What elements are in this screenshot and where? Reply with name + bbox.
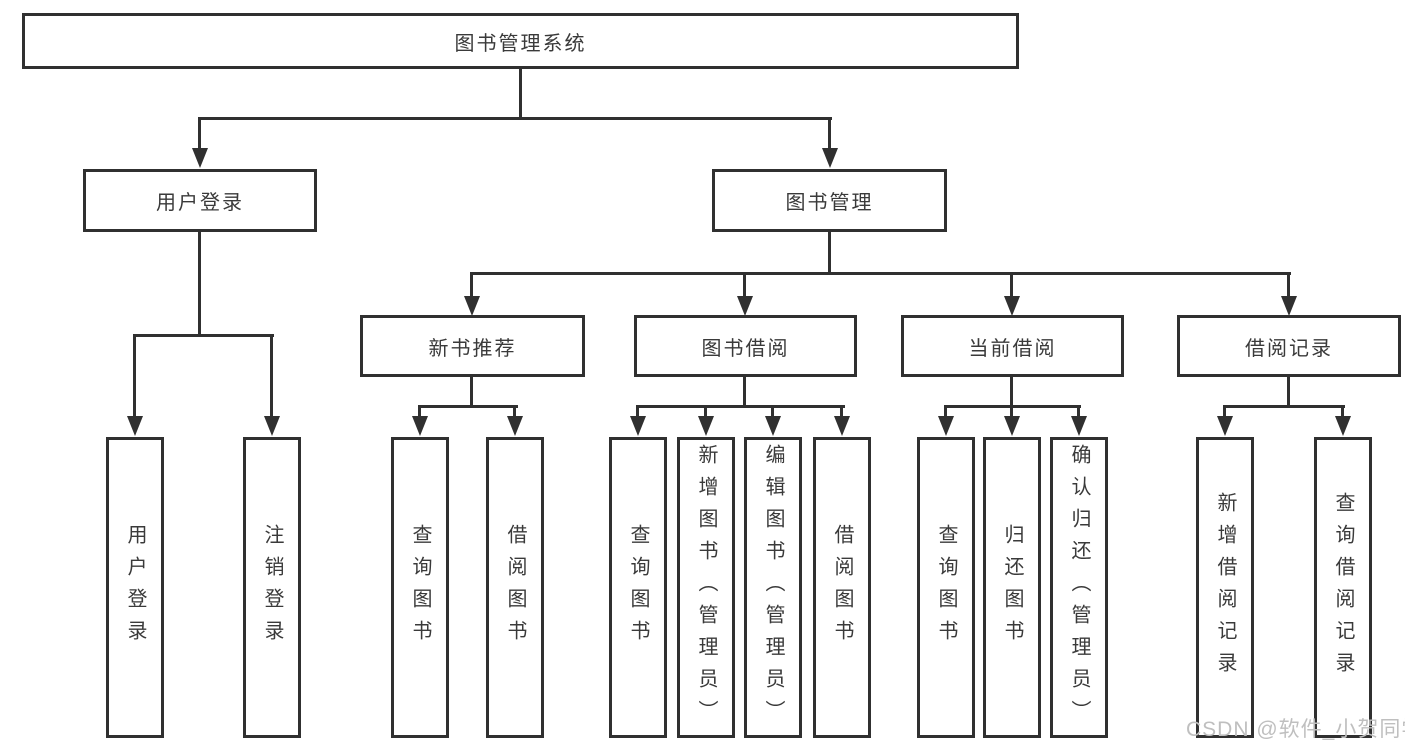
leaf-query-books-current: 查询图书 xyxy=(917,437,975,738)
connector-user-login-hline xyxy=(133,334,274,337)
connector-level1-hline xyxy=(198,117,832,120)
arrow-down-icon xyxy=(1335,416,1351,436)
connector-drop-leaf-user-login xyxy=(133,334,136,418)
node-book-management: 图书管理 xyxy=(712,169,947,232)
connector-g5-drop2 xyxy=(1341,405,1344,418)
leaf-label: 查询图书 xyxy=(935,523,957,652)
leaf-label: 确认归还（管理员） xyxy=(1068,443,1090,732)
leaf-user-login: 用户登录 xyxy=(106,437,164,738)
leaf-label: 查询图书 xyxy=(627,523,649,652)
arrow-down-icon xyxy=(412,416,428,436)
connector-g3-drop2 xyxy=(704,405,707,418)
connector-g5-stem xyxy=(1287,375,1290,408)
arrow-down-icon xyxy=(127,416,143,436)
leaf-query-borrow-record: 查询借阅记录 xyxy=(1314,437,1372,738)
connector-g2-drop1 xyxy=(418,405,421,418)
csdn-watermark: CSDN @软件_小贺同学 xyxy=(1186,718,1405,741)
connector-g2-stem xyxy=(470,375,473,408)
arrow-down-icon xyxy=(938,416,954,436)
connector-g3-drop3 xyxy=(771,405,774,418)
leaf-borrow-books-recommend: 借阅图书 xyxy=(486,437,544,738)
connector-drop-book-borrow xyxy=(743,272,746,298)
node-label: 借阅记录 xyxy=(1245,337,1333,360)
arrow-down-icon xyxy=(698,416,714,436)
leaf-query-books-borrowing: 查询图书 xyxy=(609,437,667,738)
arrow-down-icon xyxy=(1004,416,1020,436)
connector-g3-drop4 xyxy=(840,405,843,418)
connector-drop-book-management xyxy=(828,117,831,151)
leaf-label: 注销登录 xyxy=(261,523,283,652)
node-label: 图书管理系统 xyxy=(454,32,587,55)
leaf-add-borrow-record: 新增借阅记录 xyxy=(1196,437,1254,738)
arrow-down-icon xyxy=(630,416,646,436)
connector-drop-borrow-records xyxy=(1287,272,1290,298)
leaf-label: 归还图书 xyxy=(1001,523,1023,652)
connector-user-login-stem xyxy=(198,230,201,336)
node-label: 新书推荐 xyxy=(428,337,517,360)
connector-g4-drop1 xyxy=(944,405,947,418)
node-user-login-branch: 用户登录 xyxy=(83,169,317,232)
connector-g3-hline xyxy=(636,405,845,408)
connector-drop-new-book xyxy=(470,272,473,298)
arrow-down-icon xyxy=(765,416,781,436)
arrow-down-icon xyxy=(464,296,480,316)
connector-drop-current-borrow xyxy=(1010,272,1013,298)
node-label: 用户登录 xyxy=(156,192,244,214)
node-book-borrowing: 图书借阅 xyxy=(634,315,857,377)
leaf-label: 借阅图书 xyxy=(504,523,526,652)
connector-root-stem xyxy=(519,66,522,119)
arrow-down-icon xyxy=(264,416,280,436)
arrow-down-icon xyxy=(507,416,523,436)
leaf-label: 借阅图书 xyxy=(831,523,853,652)
node-label: 当前借阅 xyxy=(968,337,1057,360)
leaf-label: 用户登录 xyxy=(124,523,146,652)
arrow-down-icon xyxy=(1281,296,1297,316)
arrow-down-icon xyxy=(737,296,753,316)
arrow-down-icon xyxy=(192,148,208,168)
node-current-borrowing: 当前借阅 xyxy=(901,315,1124,377)
arrow-down-icon xyxy=(1217,416,1233,436)
connector-g4-drop2 xyxy=(1010,405,1013,418)
leaf-label: 编辑图书（管理员） xyxy=(762,443,784,732)
connector-drop-leaf-logout xyxy=(270,334,273,418)
node-book-management-system: 图书管理系统 xyxy=(22,13,1019,69)
leaf-return-books: 归还图书 xyxy=(983,437,1041,738)
connector-g4-drop3 xyxy=(1077,405,1080,418)
leaf-confirm-return-admin: 确认归还（管理员） xyxy=(1050,437,1108,738)
leaf-label: 新增借阅记录 xyxy=(1214,491,1236,684)
leaf-label: 查询借阅记录 xyxy=(1332,491,1354,684)
connector-g3-stem xyxy=(743,375,746,408)
node-new-book-recommendation: 新书推荐 xyxy=(360,315,585,377)
connector-g5-drop1 xyxy=(1223,405,1226,418)
connector-g2-hline xyxy=(418,405,518,408)
connector-book-management-stem xyxy=(828,230,831,275)
arrow-down-icon xyxy=(1004,296,1020,316)
connector-g4-stem xyxy=(1010,375,1013,408)
leaf-borrow-books: 借阅图书 xyxy=(813,437,871,738)
leaf-label: 新增图书（管理员） xyxy=(695,443,717,732)
arrow-down-icon xyxy=(1071,416,1087,436)
arrow-down-icon xyxy=(834,416,850,436)
leaf-logout: 注销登录 xyxy=(243,437,301,738)
node-label: 图书管理 xyxy=(785,192,874,214)
arrow-down-icon xyxy=(822,148,838,168)
connector-drop-user-login xyxy=(198,117,201,151)
leaf-add-books-admin: 新增图书（管理员） xyxy=(677,437,735,738)
node-label: 图书借阅 xyxy=(701,337,790,360)
leaf-label: 查询图书 xyxy=(409,523,431,652)
connector-g5-hline xyxy=(1223,405,1345,408)
connector-g2-drop2 xyxy=(513,405,516,418)
node-borrowing-records: 借阅记录 xyxy=(1177,315,1401,377)
leaf-edit-books-admin: 编辑图书（管理员） xyxy=(744,437,802,738)
leaf-query-books-recommend: 查询图书 xyxy=(391,437,449,738)
connector-level2-hline xyxy=(470,272,1291,275)
connector-g3-drop1 xyxy=(636,405,639,418)
